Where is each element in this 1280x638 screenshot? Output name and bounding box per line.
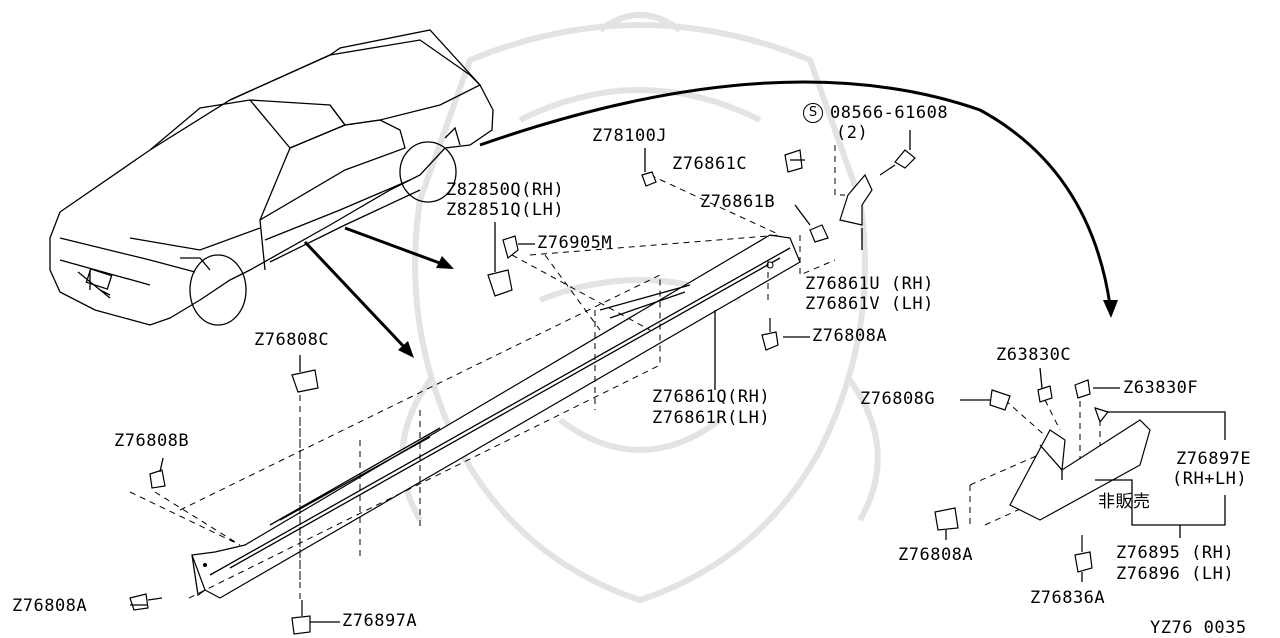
mud-guard bbox=[934, 379, 1151, 573]
label-z76861q: Z76861Q(RH) bbox=[652, 387, 771, 407]
label-08566-61608: 08566-61608 bbox=[830, 103, 949, 123]
label-z78100j: Z78100J bbox=[592, 126, 668, 146]
label-z76897e: Z76897E bbox=[1176, 449, 1252, 469]
label-z76897e-side: (RH+LH) bbox=[1172, 469, 1248, 489]
label-z82850q: Z82850Q(RH) bbox=[446, 180, 565, 200]
label-z76895: Z76895 (RH) bbox=[1116, 543, 1235, 563]
vehicle-outline bbox=[49, 29, 494, 326]
label-z76905m: Z76905M bbox=[537, 233, 613, 253]
assembly-leaders bbox=[129, 145, 1101, 601]
label-z76808c: Z76808C bbox=[254, 330, 330, 350]
label-z76808a-left: Z76808A bbox=[12, 596, 88, 616]
label-z76836a: Z76836A bbox=[1030, 588, 1106, 608]
label-z76808a-top: Z76808A bbox=[812, 326, 888, 346]
label-z76808b: Z76808B bbox=[114, 431, 190, 451]
label-z76861r: Z76861R(LH) bbox=[652, 408, 771, 428]
label-z76861b: Z76861B bbox=[700, 192, 776, 212]
callout-arrows bbox=[303, 80, 1118, 358]
label-08566-quantity: (2) bbox=[836, 123, 869, 143]
label-z76897a: Z76897A bbox=[342, 611, 418, 631]
label-z63830f: Z63830F bbox=[1123, 378, 1199, 398]
label-leaders bbox=[130, 130, 1226, 623]
label-z76861u: Z76861U (RH) bbox=[805, 274, 934, 294]
label-z76808a-right: Z76808A bbox=[898, 545, 974, 565]
diagram-code: YZ76 0035 bbox=[1150, 618, 1247, 638]
label-z82851q: Z82851Q(LH) bbox=[446, 200, 565, 220]
label-z76861v: Z76861V (LH) bbox=[805, 294, 934, 314]
label-z76861c: Z76861C bbox=[672, 154, 748, 174]
label-z63830c: Z63830C bbox=[996, 345, 1072, 365]
label-z76808g: Z76808G bbox=[860, 389, 936, 409]
label-not-for-sale: 非販売 bbox=[1098, 492, 1151, 512]
screw-symbol: S bbox=[803, 103, 823, 123]
label-z76896: Z76896 (LH) bbox=[1116, 564, 1235, 584]
fasteners bbox=[129, 149, 916, 635]
side-sill-molding bbox=[191, 234, 801, 599]
